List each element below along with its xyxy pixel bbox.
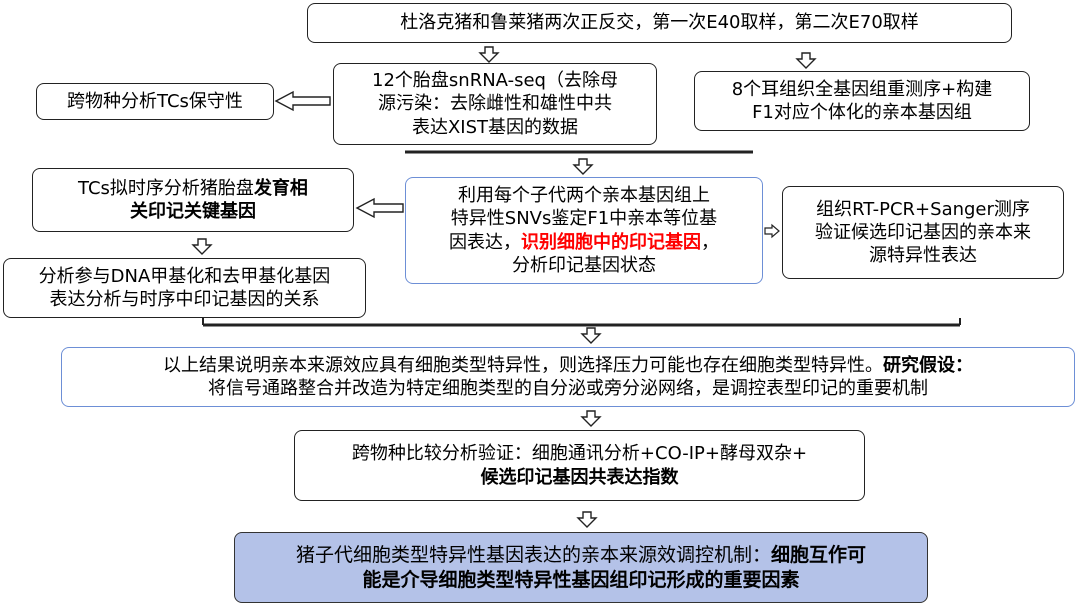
snrna-box: 12个胎盘snRNA-seq（去除母 源污染：去除雌性和雄性中共 表达XIST基…	[333, 63, 657, 145]
arrow-to-final	[577, 511, 597, 528]
pseudotime-box: TCs拟时序分析猪胎盘发育相 关印记关键基因	[32, 168, 354, 232]
conclusion-text-part1: 以上结果说明亲本来源效应具有细胞类型特异性，则选择压力可能也存在细胞类型特异性。	[163, 354, 883, 376]
snv-text-highlight: 识别细胞中的印记基因	[521, 231, 701, 253]
arrow-top-to-wgs	[796, 52, 816, 69]
wgs-text: 8个耳组织全基因组重测序+构建 F1对应个体化的亲本基因组	[731, 78, 993, 123]
wgs-box: 8个耳组织全基因组重测序+构建 F1对应个体化的亲本基因组	[694, 71, 1030, 131]
conservation-box: 跨物种分析TCs保守性	[36, 83, 274, 120]
pseudotime-text-bold: 发育相 关印记关键基因	[129, 177, 308, 222]
arrow-pseudotime-to-methyl	[192, 238, 212, 255]
rtpcr-text: 组织RT-PCR+Sanger测序 验证候选印记基因的亲本来 源特异性表达	[815, 198, 1031, 267]
final-text: 猪子代细胞类型特异性基因表达的亲本来源效调控机制：细胞互作可 能是介导细胞类型特…	[296, 543, 866, 592]
crossspecies-box: 跨物种比较分析验证：细胞通讯分析+CO-IP+酵母双杂+ 候选印记基因共表达指数	[294, 430, 865, 501]
rtpcr-box: 组织RT-PCR+Sanger测序 验证候选印记基因的亲本来 源特异性表达	[782, 186, 1064, 279]
conclusion-box: 以上结果说明亲本来源效应具有细胞类型特异性，则选择压力可能也存在细胞类型特异性。…	[61, 347, 1075, 407]
methyl-text: 分析参与DNA甲基化和去甲基化基因 表达分析与时序中印记基因的关系	[38, 265, 331, 310]
crossspecies-text: 跨物种比较分析验证：细胞通讯分析+CO-IP+酵母双杂+ 候选印记基因共表达指数	[352, 442, 807, 488]
pseudotime-text: TCs拟时序分析猪胎盘发育相 关印记关键基因	[78, 177, 308, 223]
arrow-snrna-to-conservation	[274, 90, 331, 112]
snv-text: 利用每个子代两个亲本基因组上 特异性SNVs鉴定F1中亲本等位基 因表达，识别细…	[449, 184, 719, 276]
arrow-to-conclusion	[581, 327, 601, 344]
top-box: 杜洛克猪和鲁莱猪两次正反交，第一次E40取样，第二次E70取样	[307, 3, 1012, 43]
methyl-box: 分析参与DNA甲基化和去甲基化基因 表达分析与时序中印记基因的关系	[3, 258, 366, 318]
conservation-text: 跨物种分析TCs保守性	[67, 90, 243, 112]
conclusion-text-bold: 研究假设：	[883, 354, 973, 376]
arrow-to-crossspecies	[581, 410, 601, 427]
pseudotime-text-normal: TCs拟时序分析猪胎盘	[78, 177, 254, 199]
final-box: 猪子代细胞类型特异性基因表达的亲本来源效调控机制：细胞互作可 能是介导细胞类型特…	[234, 532, 928, 603]
final-text-bold: 细胞互作可 能是介导细胞类型特异性基因组印记形成的重要因素	[362, 544, 867, 591]
conclusion-text: 以上结果说明亲本来源效应具有细胞类型特异性，则选择压力可能也存在细胞类型特异性。…	[163, 354, 973, 400]
snv-box: 利用每个子代两个亲本基因组上 特异性SNVs鉴定F1中亲本等位基 因表达，识别细…	[405, 177, 763, 284]
arrow-snv-to-rtpcr	[764, 223, 780, 239]
top-text: 杜洛克猪和鲁莱猪两次正反交，第一次E40取样，第二次E70取样	[400, 12, 919, 34]
conclusion-text-part2: 将信号通路整合并改造为特定细胞类型的自分泌或旁分泌网络，是调控表型印记的重要机制	[208, 378, 928, 399]
arrow-snv-to-pseudotime	[355, 197, 404, 219]
final-text-normal: 猪子代细胞类型特异性基因表达的亲本来源效调控机制：	[295, 544, 771, 567]
crossspecies-text-bold: 候选印记基因共表达指数	[480, 466, 679, 488]
snv-text-part2: ， 分析印记基因状态	[512, 231, 719, 276]
arrow-top-to-snrna	[479, 46, 499, 63]
arrow-to-snv	[573, 158, 593, 175]
snv-text-part1: 利用每个子代两个亲本基因组上 特异性SNVs鉴定F1中亲本等位基 因表达，	[449, 185, 718, 253]
snrna-text: 12个胎盘snRNA-seq（去除母 源污染：去除雌性和雄性中共 表达XIST基…	[372, 70, 618, 138]
crossspecies-text-normal: 跨物种比较分析验证：细胞通讯分析+CO-IP+酵母双杂+	[351, 443, 808, 465]
